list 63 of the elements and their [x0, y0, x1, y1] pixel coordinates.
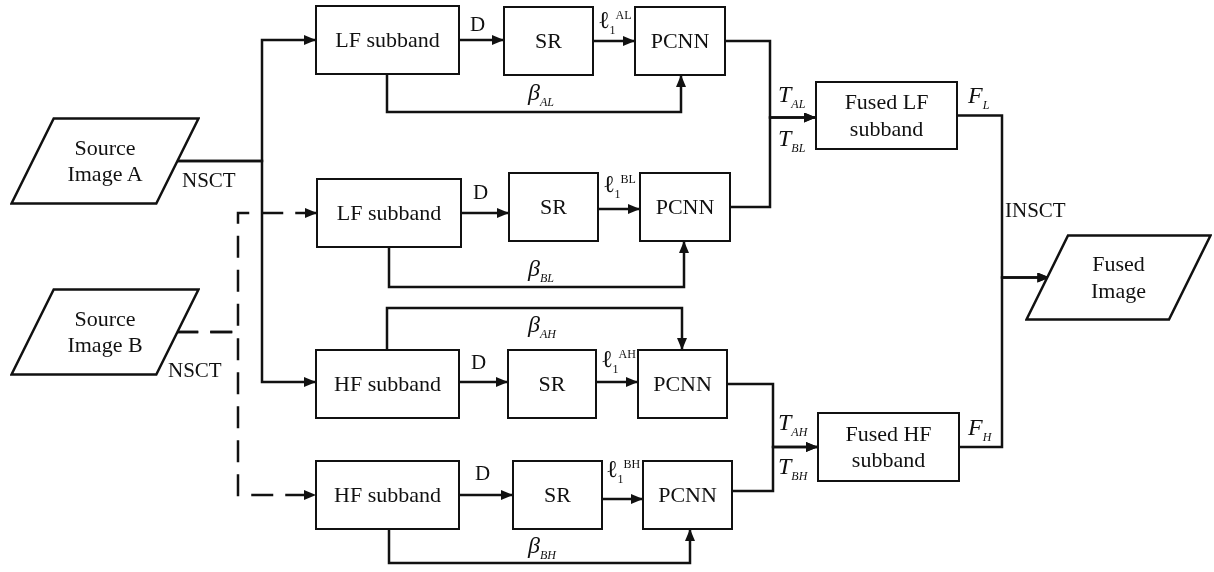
process-box [639, 172, 731, 242]
process-box [315, 349, 460, 419]
node-label: Fused Image [1090, 251, 1147, 304]
arrow [597, 377, 638, 387]
node-label: LF subband [336, 199, 442, 227]
edge-label: β$_{AL}$ [528, 80, 554, 108]
edge-label: D [470, 14, 486, 35]
process-box [508, 172, 599, 242]
node-label: Fused LF subband [843, 89, 930, 142]
edge-label: D [473, 182, 489, 203]
edge-label: β$_{AH}$ [528, 312, 556, 340]
arrow [462, 208, 509, 218]
edge-label: T$_{BL}$ [778, 126, 806, 154]
node-label: HF subband [334, 481, 441, 509]
process-box [503, 6, 594, 76]
node-label: Fused HF subband [844, 420, 933, 474]
arrow [594, 36, 635, 46]
edge-label: D [475, 463, 491, 484]
process-box [637, 349, 728, 419]
node-label: PCNN [658, 481, 717, 509]
process-box [817, 412, 960, 482]
node-label: PCNN [653, 370, 712, 398]
node-label: PCNN [655, 193, 715, 221]
arrow [733, 442, 818, 493]
arrow [599, 204, 640, 214]
process-box [815, 81, 958, 150]
arrow [603, 494, 643, 504]
edge-label: F$_{L}$ [968, 83, 990, 111]
edge-label: T$_{AH}$ [778, 410, 808, 438]
edge-label: D [471, 352, 487, 373]
edge-label: T$_{AL}$ [778, 82, 806, 110]
node-label: Source Image B [66, 305, 144, 359]
transform-label: NSCT [182, 170, 236, 191]
transform-label: NSCT [168, 360, 222, 381]
node-label: SR [538, 370, 566, 398]
data-parallelogram [1025, 234, 1212, 321]
process-box [642, 460, 733, 530]
node-label: LF subband [335, 26, 440, 54]
node-label: HF subband [334, 370, 441, 398]
transform-label: INSCT [1005, 200, 1066, 221]
node-label: SR [535, 27, 562, 55]
process-box [315, 460, 460, 530]
edge-label: T$_{BH}$ [778, 454, 808, 482]
process-box [315, 5, 460, 75]
process-box [316, 178, 462, 248]
arrow [460, 35, 504, 45]
arrow [385, 306, 687, 350]
process-box [634, 6, 726, 76]
process-box [512, 460, 603, 530]
node-label: SR [540, 193, 567, 221]
edge-label: β$_{BH}$ [528, 533, 556, 561]
arrow [387, 241, 689, 289]
process-box [507, 349, 597, 419]
arrow [387, 529, 695, 565]
node-label: Source Image A [66, 134, 144, 188]
arrow [385, 75, 686, 114]
edge-label: F$_{H}$ [968, 415, 992, 443]
edge-label: β$_{BL}$ [528, 256, 554, 284]
arrow [460, 377, 508, 387]
arrow [460, 490, 513, 500]
node-label: SR [544, 481, 571, 509]
arrow [731, 112, 816, 209]
node-label: PCNN [650, 27, 710, 55]
